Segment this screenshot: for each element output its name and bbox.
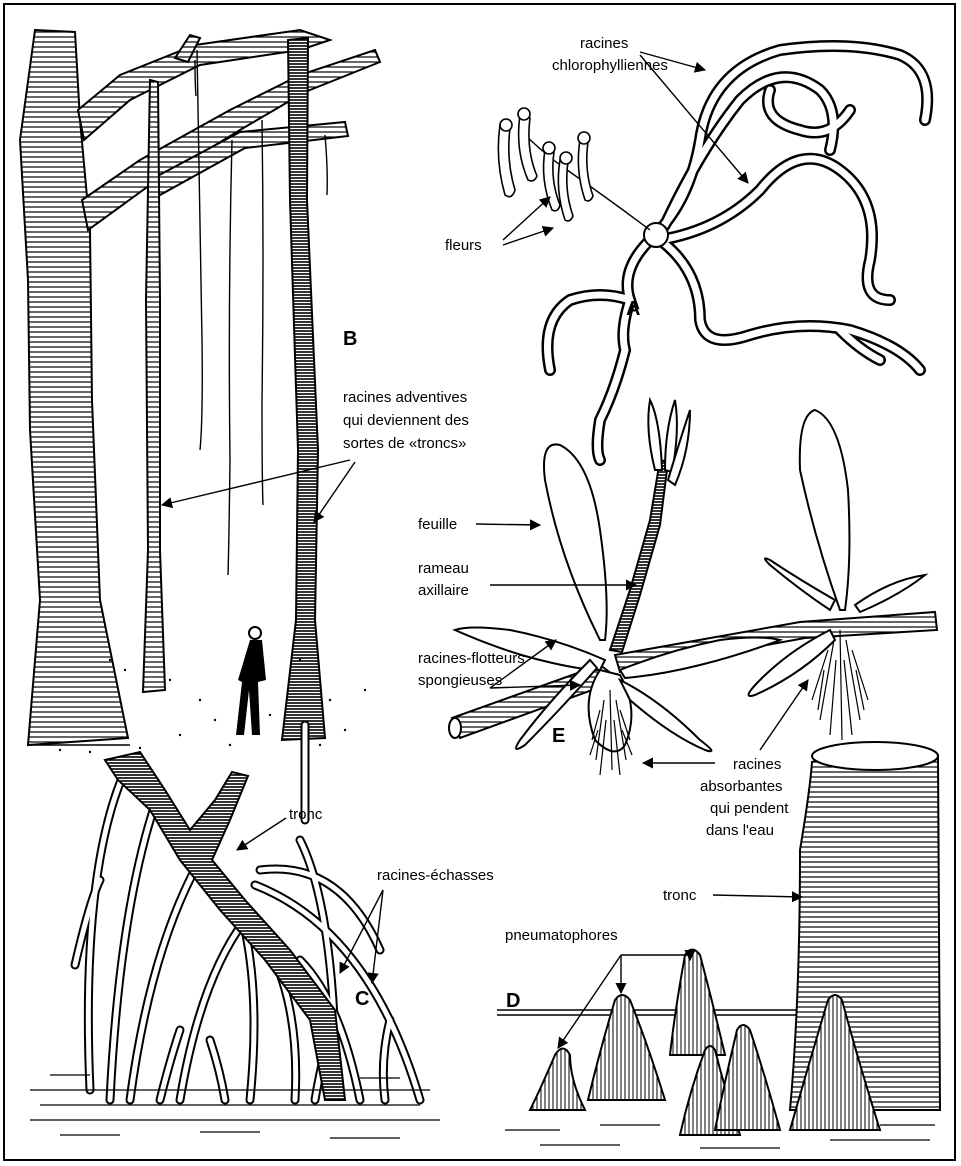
e-float-7 [855, 575, 925, 612]
a-roots-label-line2: chlorophylliennes [552, 57, 668, 74]
e-bud-1 [648, 400, 662, 470]
a-roots-label-line1: racines [580, 35, 628, 52]
d-pneu-1 [530, 1049, 585, 1111]
b-roots-label-line2: qui deviennent des [343, 412, 469, 429]
d-pneu-2 [588, 995, 665, 1100]
d-pneu-3 [670, 950, 725, 1056]
b-arrow-right [314, 462, 355, 522]
e-absorb-label-line1: racines [733, 756, 781, 773]
b-root-trunk-2 [282, 38, 325, 740]
c-trunk-arrow [237, 818, 286, 850]
e-floats-label-line1: racines-flotteurs [418, 650, 525, 667]
e-absorb-label-line3: qui pendent [710, 800, 789, 817]
e-branch-label-line1: rameau [418, 560, 469, 577]
d-trunk-top [812, 742, 938, 770]
d-trunk-arrow [713, 895, 802, 897]
b-hanging-root-4 [325, 135, 327, 195]
d-pneu-5 [715, 1025, 780, 1130]
a-flowers-arrow-1 [503, 197, 550, 240]
b-main-trunk [20, 30, 128, 745]
a-letter: A [626, 298, 640, 320]
a-flowers-arrow-2 [503, 228, 553, 245]
d-trunk-label: tronc [663, 887, 697, 904]
b-hanging-root-3 [262, 120, 263, 505]
b-person [236, 627, 266, 735]
b-roots-label-line3: sortes de «troncs» [343, 435, 466, 452]
c-letter: C [355, 988, 369, 1010]
d-letter: D [506, 990, 520, 1012]
b-hanging-root-2 [228, 140, 232, 575]
panel-c-mangrove: C tronc racines-échasses [30, 725, 494, 1138]
b-letter: B [343, 328, 357, 350]
e-axillary-branch [610, 460, 668, 652]
e-stolon-end [449, 718, 461, 738]
panel-a-orchid: A racines chlorophylliennes fleurs [445, 35, 927, 460]
e-absorb-arrow-2 [760, 680, 808, 750]
b-arrow-left [162, 460, 350, 505]
b-hanging-root-1 [197, 50, 202, 450]
a-flowers-label: fleurs [445, 237, 482, 254]
e-branch-label-line2: axillaire [418, 582, 469, 599]
e-absorb-label-line2: absorbantes [700, 778, 783, 795]
a-root-base [644, 223, 668, 247]
e-float-3 [620, 680, 711, 751]
d-pneu-arrow-1 [621, 955, 690, 960]
e-leaf-big [544, 444, 607, 640]
e-leaf-label: feuille [418, 516, 457, 533]
e-letter: E [552, 725, 565, 747]
e-leaf-right [800, 410, 850, 610]
e-floats-label-line2: spongieuses [418, 672, 502, 689]
b-roots-label-line1: racines adventives [343, 389, 467, 406]
c-trunk-label: tronc [289, 806, 323, 823]
a-flowers [498, 108, 593, 221]
c-roots-label: racines-échasses [377, 867, 494, 884]
e-leaf-arrow [476, 524, 540, 525]
e-absorb-label-line4: dans l'eau [706, 822, 774, 839]
panel-b-banyan: B racines adventives qui deviennent des … [20, 30, 469, 753]
d-pneu-label: pneumatophores [505, 927, 618, 944]
